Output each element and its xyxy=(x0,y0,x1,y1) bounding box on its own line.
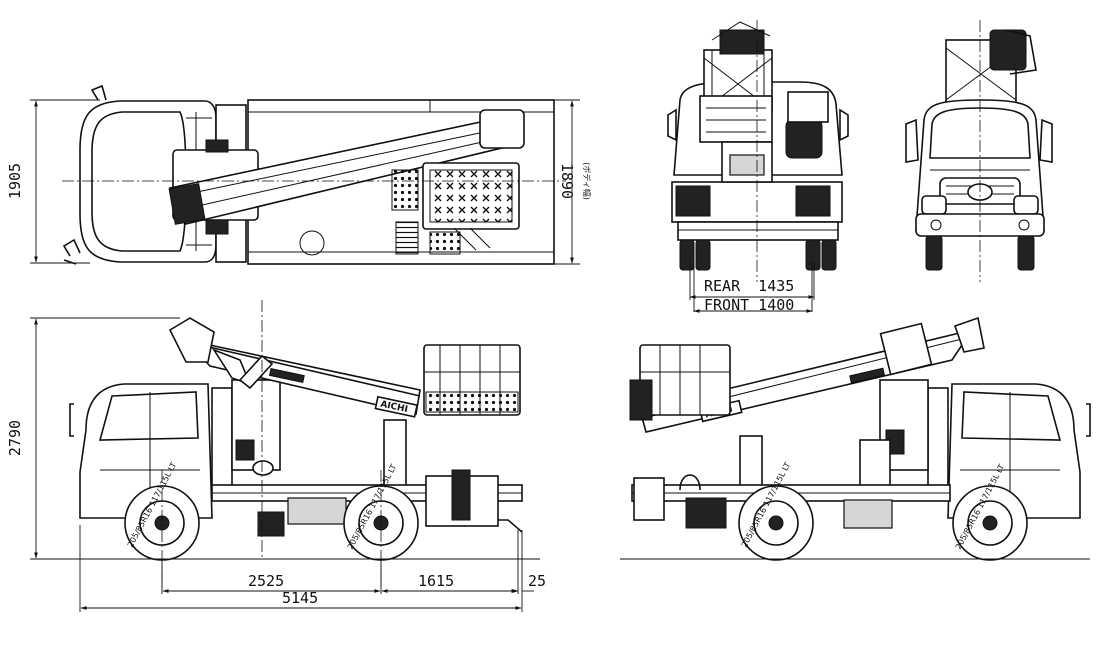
dim-rear-overhang: 1615 xyxy=(418,572,454,590)
dim-overall-height: 2790 xyxy=(6,420,24,456)
side-view-left: AICHI 205/85R16 117/115L LT 205/85R16 11… xyxy=(6,300,546,612)
rear-view: REAR 1435 FRONT 1400 xyxy=(667,20,849,314)
side-view-right: AICHI 205/85R16 117/115L LT 205/85R16 11… xyxy=(620,316,1091,561)
dim-wheelbase: 2525 xyxy=(248,572,284,590)
dim-body-width-note: (ボディ幅) xyxy=(582,162,592,200)
front-wheel-right xyxy=(952,485,1028,561)
dim-top-width: 1905 xyxy=(6,163,24,199)
dim-overall-length: 5145 xyxy=(282,589,318,607)
front-view xyxy=(905,20,1053,282)
rear-wheel-right xyxy=(738,485,814,561)
dim-front-tread: FRONT 1400 xyxy=(704,296,794,314)
top-view: 1905 1890 (ボディ幅) xyxy=(6,84,592,265)
dim-body-width: 1890 xyxy=(558,163,576,199)
dim-rear-tread: REAR 1435 xyxy=(704,277,794,295)
dim-tail-extension: 25 xyxy=(528,572,546,590)
